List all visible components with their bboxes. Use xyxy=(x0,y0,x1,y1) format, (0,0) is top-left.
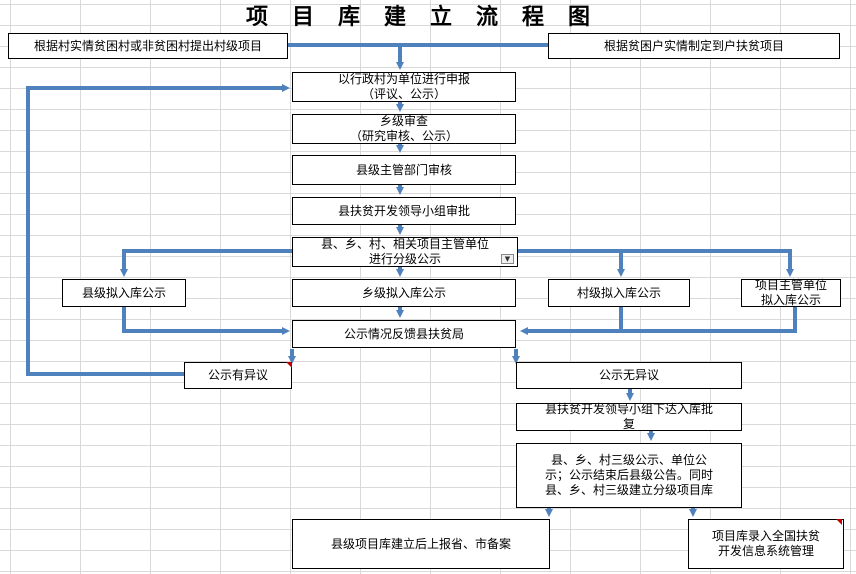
connector-objection-loop xyxy=(26,84,290,376)
node-county-publicity[interactable]: 县级拟入库公示 xyxy=(62,279,186,307)
connector-dist-left xyxy=(120,249,292,277)
node-three-level-publicity[interactable]: 县、乡、村三级公示、单位公 示；公示结束后县级公告。同时 县、乡、村三级建立分级… xyxy=(516,443,742,508)
node-admin-village-report[interactable]: 以行政村为单位进行申报 （评议、公示） xyxy=(292,72,516,102)
node-household-project[interactable]: 根据贫困户实情制定到户扶贫项目 xyxy=(548,33,840,59)
connector-dist-right xyxy=(518,249,794,277)
chevron-down-icon[interactable]: ▼ xyxy=(501,254,514,264)
node-village-proposal[interactable]: 根据村实情贫困村或非贫困村提出村级项目 xyxy=(8,33,288,59)
node-system-entry[interactable]: 项目库录入全国扶贫 开发信息系统管理 xyxy=(688,519,844,569)
page-title: 项目库建立流程图 xyxy=(245,4,614,30)
node-graded-publicity[interactable]: 县、乡、村、相关项目主管单位 进行分级公示 xyxy=(292,237,518,267)
node-report-filing[interactable]: 县级项目库建立后上报省、市备案 xyxy=(292,519,550,569)
connector-county-to-feedback xyxy=(122,306,290,335)
node-no-objection[interactable]: 公示无异议 xyxy=(516,362,742,389)
node-township-publicity[interactable]: 乡级拟入库公示 xyxy=(292,279,516,307)
node-county-dept-review[interactable]: 县级主管部门审核 xyxy=(292,155,516,185)
connector-village-to-feedback xyxy=(520,306,623,335)
node-county-leader-approve[interactable]: 县扶贫开发领导小组审批 xyxy=(292,197,516,225)
node-objection[interactable]: 公示有异议 xyxy=(184,362,292,389)
node-unit-publicity[interactable]: 项目主管单位 拟入库公示 xyxy=(741,278,841,307)
node-feedback[interactable]: 公示情况反馈县扶贫局 xyxy=(292,320,516,348)
connector-unit-to-feedback xyxy=(621,306,797,333)
node-township-review[interactable]: 乡级审查 （研究审核、公示） xyxy=(292,114,516,144)
node-approval-issue[interactable]: 县扶贫开发领导小组下达入库批 复 xyxy=(516,402,742,431)
comment-flag-icon xyxy=(286,362,292,368)
node-village-publicity[interactable]: 村级拟入库公示 xyxy=(548,279,690,307)
comment-flag-icon xyxy=(836,519,842,525)
